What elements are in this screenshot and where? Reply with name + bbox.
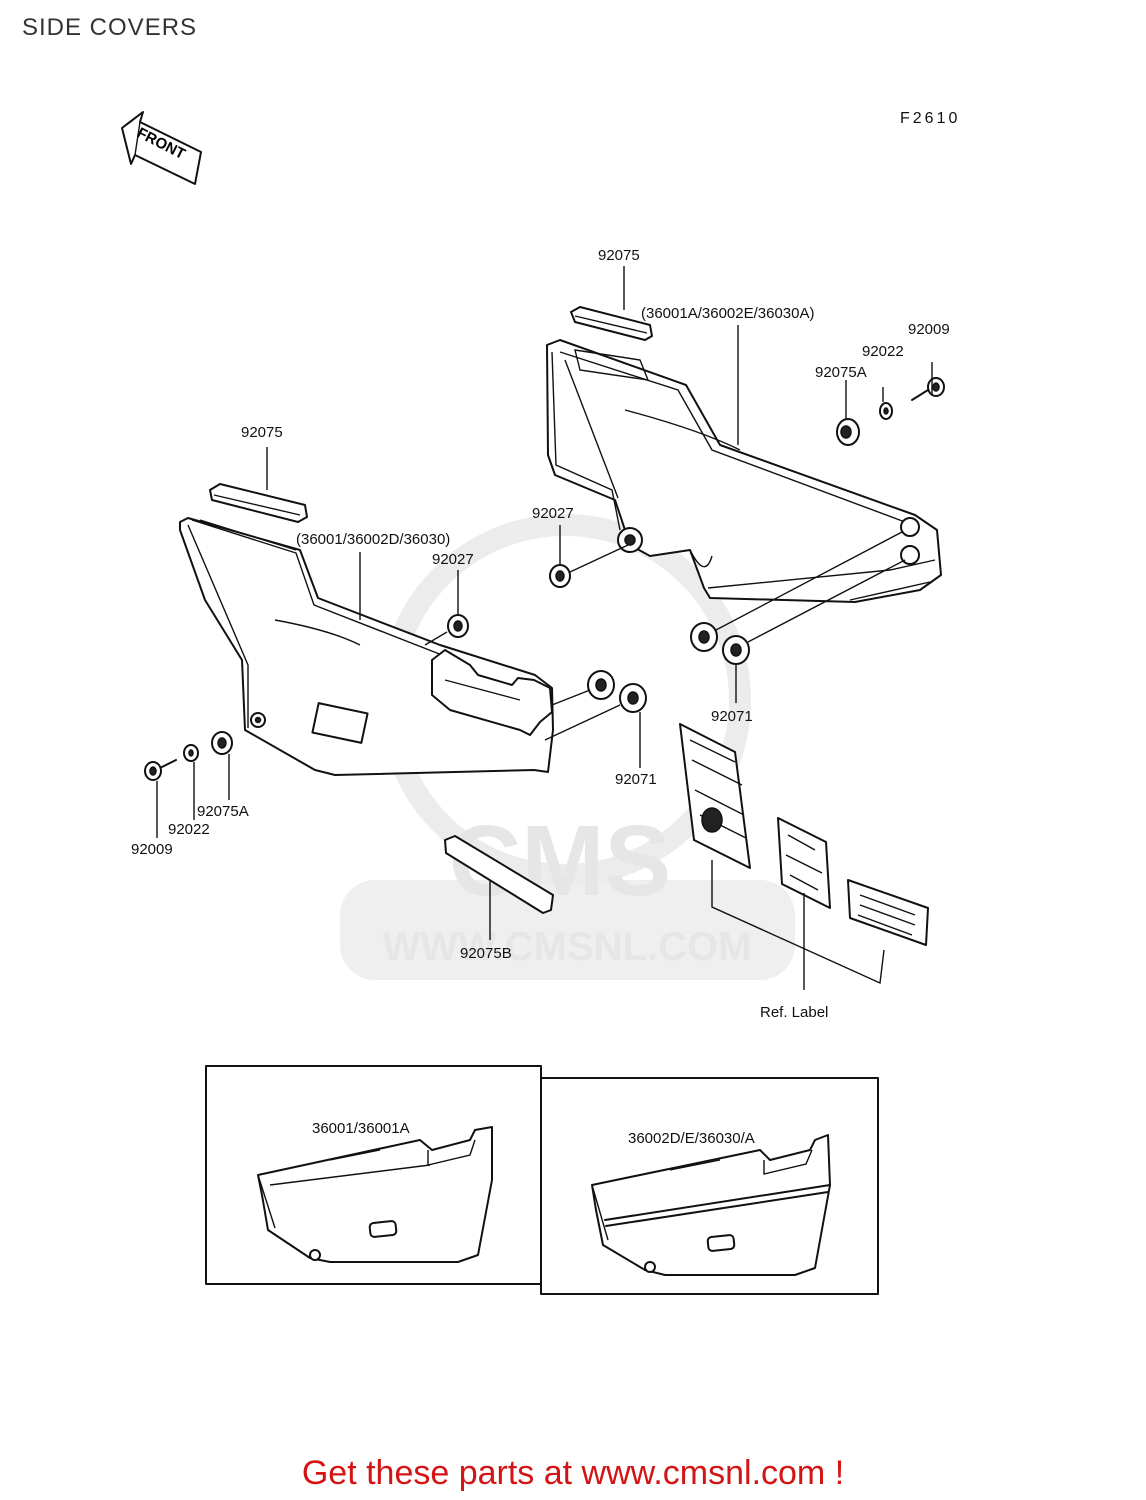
cmsnl-watermark: CMS WWW.CMSNL.COM	[340, 514, 795, 980]
callout-left-grommet-a: 92075A	[197, 803, 249, 820]
callout-ref-label: Ref. Label	[760, 1004, 828, 1021]
inset-left-cover	[257, 1126, 493, 1263]
inset-right-cover	[591, 1134, 831, 1276]
callout-left-washer: 92022	[168, 821, 210, 838]
inset-panels	[205, 1065, 879, 1295]
callout-right-grommet: 92071	[711, 708, 753, 725]
front-arrow-icon: FRONT	[121, 111, 202, 185]
callout-left-grommet: 92071	[615, 771, 657, 788]
parts-diagram: CMS WWW.CMSNL.COM F2610 FRONT	[121, 110, 960, 1295]
promo-link[interactable]: Get these parts at www.cmsnl.com !	[0, 1454, 1146, 1493]
figure-code: F2610	[900, 110, 960, 127]
callout-left-pad: 92075	[241, 424, 283, 441]
inset-left-title: 36001/36001A	[312, 1120, 410, 1137]
callout-right-grommet-a: 92075A	[815, 364, 867, 381]
callout-right-damper: 92027	[532, 505, 574, 522]
promo-link-text[interactable]: Get these parts at www.cmsnl.com !	[301, 1454, 845, 1492]
callout-left-damper: 92027	[432, 551, 474, 568]
watermark-url: WWW.CMSNL.COM	[383, 925, 752, 969]
callout-right-bolt: 92009	[908, 321, 950, 338]
callout-right-cover-set: (36001A/36002E/36030A)	[641, 305, 814, 322]
callout-right-pad: 92075	[598, 247, 640, 264]
page-title: SIDE COVERS	[22, 14, 198, 41]
left-hardware	[144, 447, 647, 838]
left-pad	[209, 483, 308, 523]
callout-left-cover-set: (36001/36002D/36030)	[296, 531, 450, 548]
right-side-cover	[546, 339, 942, 603]
left-side-cover	[179, 517, 554, 776]
right-hardware	[549, 266, 945, 703]
callout-left-bolt: 92009	[131, 841, 173, 858]
pad-b	[444, 835, 554, 940]
callout-right-washer: 92022	[862, 343, 904, 360]
right-pad	[570, 306, 653, 341]
label-set	[679, 723, 929, 990]
inset-right-title: 36002D/E/36030/A	[628, 1130, 755, 1147]
front-label: FRONT	[134, 124, 188, 163]
callout-pad-b: 92075B	[460, 945, 512, 962]
